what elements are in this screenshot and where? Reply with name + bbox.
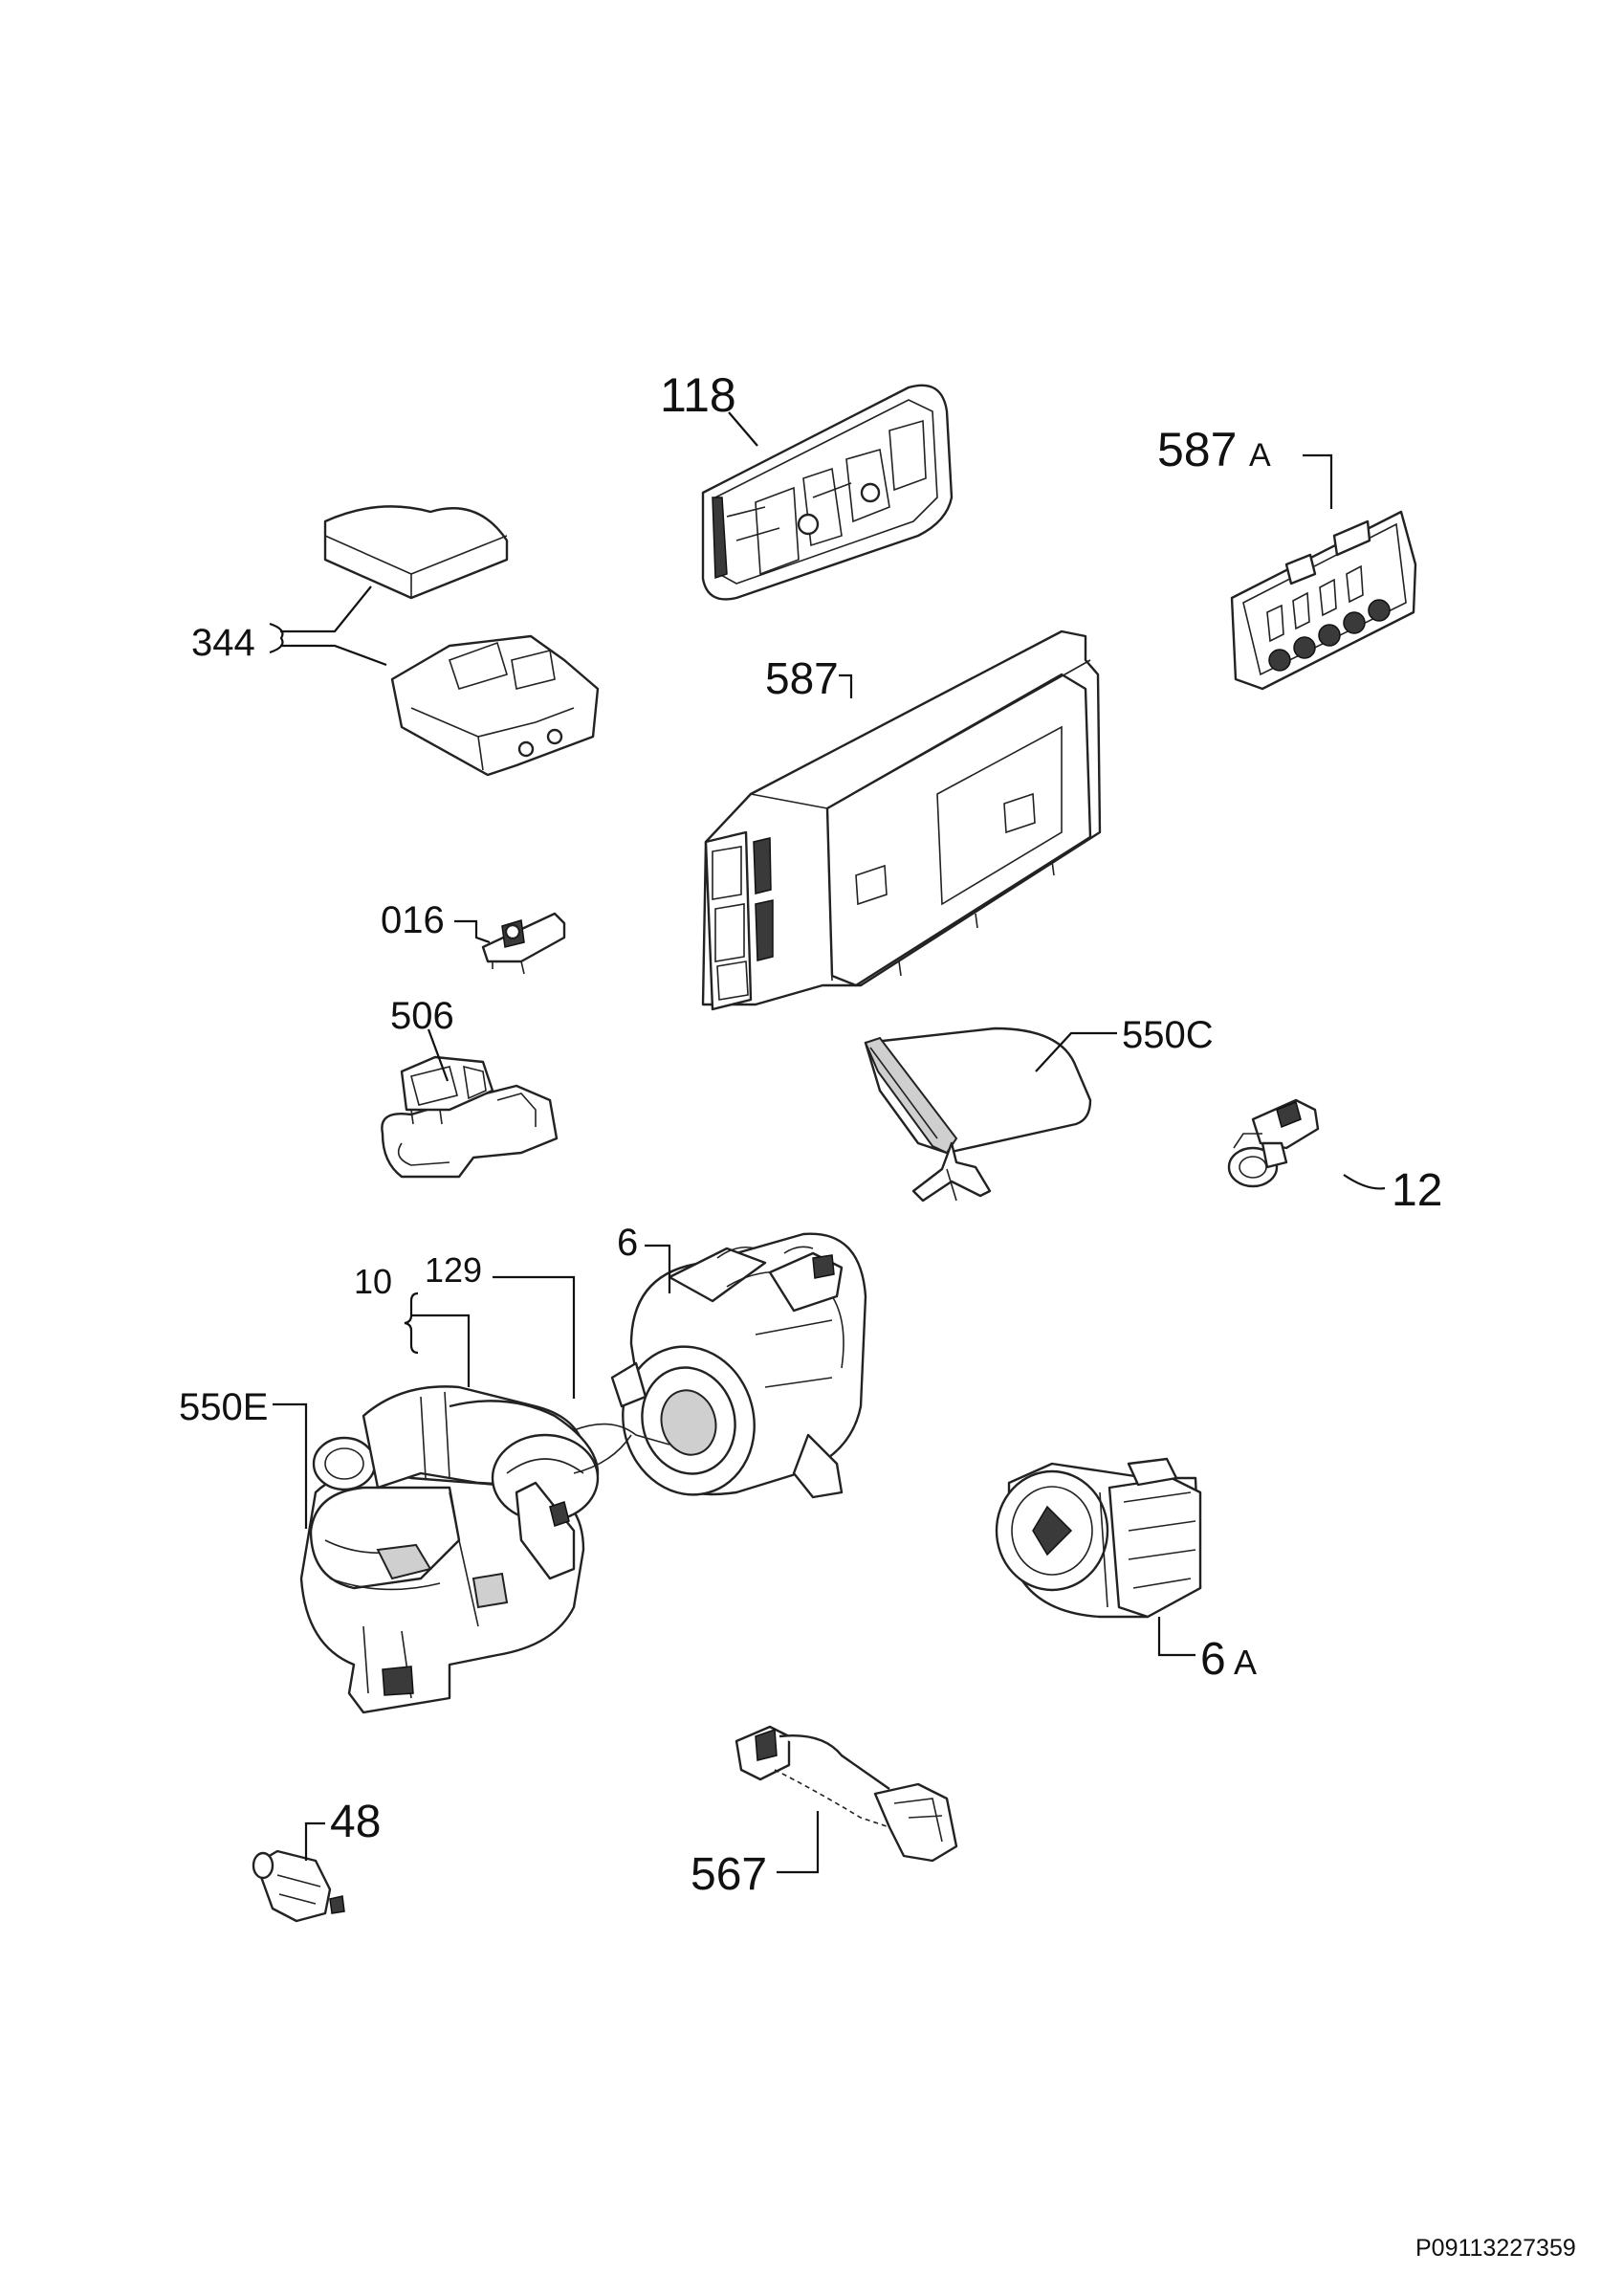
- label-587a-suffix: A: [1249, 437, 1271, 474]
- label-48: 48: [330, 1797, 381, 1847]
- label-550e: 550E: [179, 1386, 268, 1428]
- thermostat-icon: [252, 1849, 345, 1923]
- cover-icon: [864, 1027, 1092, 1203]
- door-lock-icon: [381, 1055, 559, 1179]
- label-6a-suffix: A: [1234, 1643, 1257, 1682]
- label-10: 10: [354, 1262, 392, 1301]
- label-129: 129: [425, 1250, 482, 1290]
- sensor-icon: [1227, 1098, 1320, 1188]
- drain-pump-icon: [995, 1457, 1202, 1619]
- label-016: 016: [381, 899, 445, 941]
- document-reference: P09113227359: [1415, 2235, 1576, 2262]
- label-6a: 6: [1200, 1634, 1226, 1685]
- label-118: 118: [660, 368, 736, 422]
- circulation-pump-icon: [610, 1232, 867, 1499]
- label-550c: 550C: [1122, 1014, 1214, 1056]
- display-module-icon: [1230, 510, 1417, 691]
- label-587: 587: [765, 653, 839, 703]
- pump-assembly-icon: [312, 1385, 632, 1580]
- control-board-icon: [701, 384, 954, 601]
- electronic-module-icon: [701, 629, 1102, 1011]
- sump-housing-icon: [299, 1471, 585, 1714]
- label-567: 567: [691, 1849, 767, 1900]
- label-587a: 587: [1157, 423, 1237, 476]
- label-506: 506: [390, 995, 454, 1037]
- label-344: 344: [191, 622, 255, 664]
- dispenser-icon: [323, 505, 600, 777]
- label-6: 6: [617, 1222, 638, 1264]
- cable-harness-icon: [735, 1725, 958, 1863]
- hose-icon: [573, 1423, 670, 1446]
- label-12: 12: [1392, 1165, 1442, 1216]
- switch-icon: [481, 912, 566, 975]
